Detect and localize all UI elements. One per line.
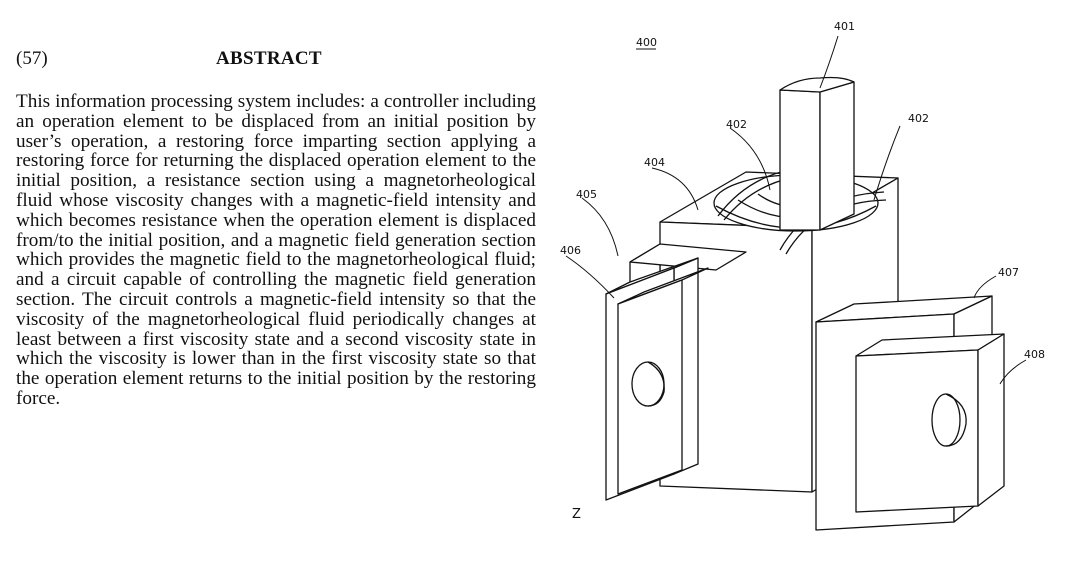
lever-top <box>779 76 855 93</box>
left-knob <box>631 361 665 407</box>
abstract-title: ABSTRACT <box>216 48 322 69</box>
lever-side <box>819 81 855 231</box>
lever-front <box>779 89 821 231</box>
figure-drawing: 400 401 402 402 404 405 406 407 408 Z <box>560 20 1045 531</box>
figure-ref-404: 404 <box>644 156 665 169</box>
abstract-section: (57) ABSTRACT This information processin… <box>16 44 536 409</box>
abstract-text: This information processing system inclu… <box>16 91 536 409</box>
abstract-header: (57) ABSTRACT <box>16 44 536 76</box>
figure-ref-406: 406 <box>560 244 581 257</box>
right-plate-front <box>855 349 979 513</box>
figure-ref-402-right: 402 <box>908 112 929 125</box>
figure-ref-402-left: 402 <box>726 118 747 131</box>
figure-ref-401: 401 <box>834 20 855 33</box>
figure-ref-400: 400 <box>636 36 657 49</box>
patent-figure: 400 401 402 402 404 405 406 407 408 Z <box>548 0 1080 564</box>
figure-ref-408: 408 <box>1024 348 1045 361</box>
figure-ref-407: 407 <box>998 266 1019 279</box>
right-knob <box>931 393 961 447</box>
right-plate-side <box>977 333 1005 507</box>
figure-ref-405: 405 <box>576 188 597 201</box>
figure-axis-label: Z <box>572 507 581 522</box>
abstract-number: (57) <box>16 48 48 69</box>
